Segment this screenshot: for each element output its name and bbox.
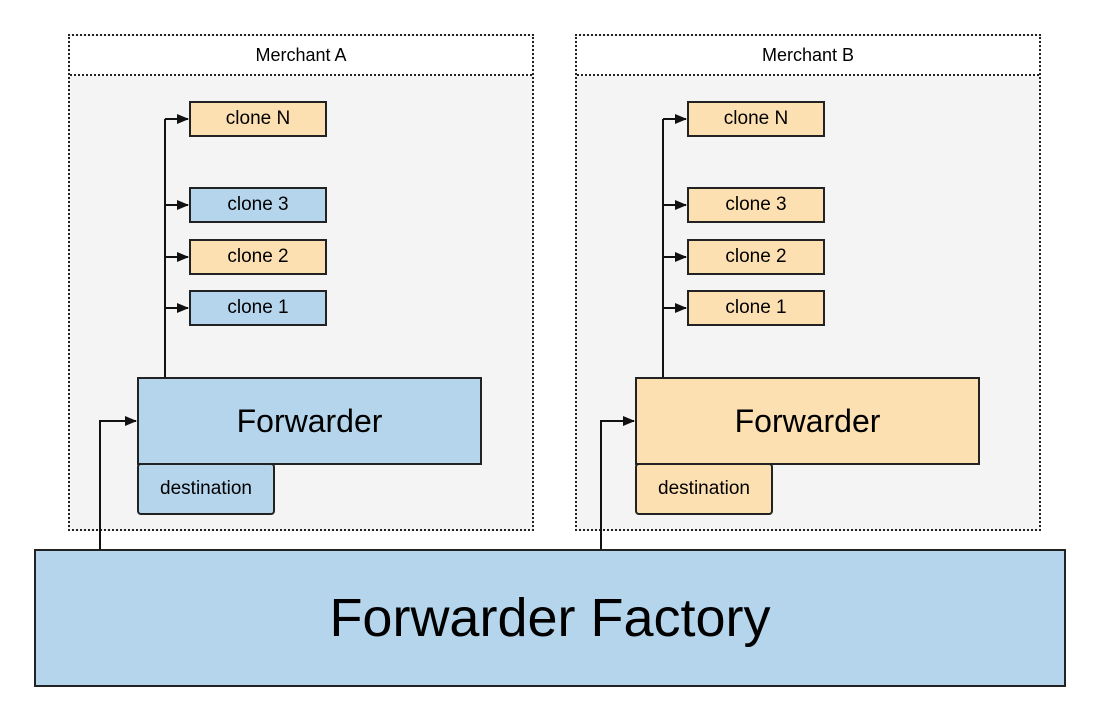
merchant-b-clone-3: clone 3	[687, 187, 825, 223]
merchant-b-clone-1: clone 1	[687, 290, 825, 326]
merchant-a-forwarder: Forwarder	[137, 377, 482, 465]
merchant-a-clone-1: clone 1	[189, 290, 327, 326]
clone-label: clone N	[723, 108, 789, 129]
merchant-a-clone-3: clone 3	[189, 187, 327, 223]
clone-label: clone 3	[227, 194, 289, 215]
merchant-b-clone-2: clone 2	[687, 239, 825, 275]
forwarder-label: Forwarder	[734, 402, 881, 439]
clone-label: clone 1	[725, 297, 787, 318]
clone-label: clone 2	[227, 246, 289, 267]
merchant-b-destination: destination	[635, 463, 773, 515]
forwarder-factory: Forwarder Factory	[34, 549, 1066, 687]
factory-label: Forwarder Factory	[329, 588, 771, 648]
clone-label: clone 1	[227, 297, 289, 318]
merchant-a-clone-n: clone N	[189, 101, 327, 137]
merchant-a-clone-2: clone 2	[189, 239, 327, 275]
merchant-a-title: Merchant A	[70, 36, 532, 76]
clone-label: clone 3	[725, 194, 787, 215]
destination-label: destination	[160, 478, 252, 499]
clone-label: clone N	[225, 108, 291, 129]
merchant-b-forwarder: Forwarder	[635, 377, 980, 465]
merchant-a-destination: destination	[137, 463, 275, 515]
clone-label: clone 2	[725, 246, 787, 267]
destination-label: destination	[658, 478, 750, 499]
merchant-b-title: Merchant B	[577, 36, 1039, 76]
forwarder-label: Forwarder	[236, 402, 383, 439]
merchant-b-clone-n: clone N	[687, 101, 825, 137]
